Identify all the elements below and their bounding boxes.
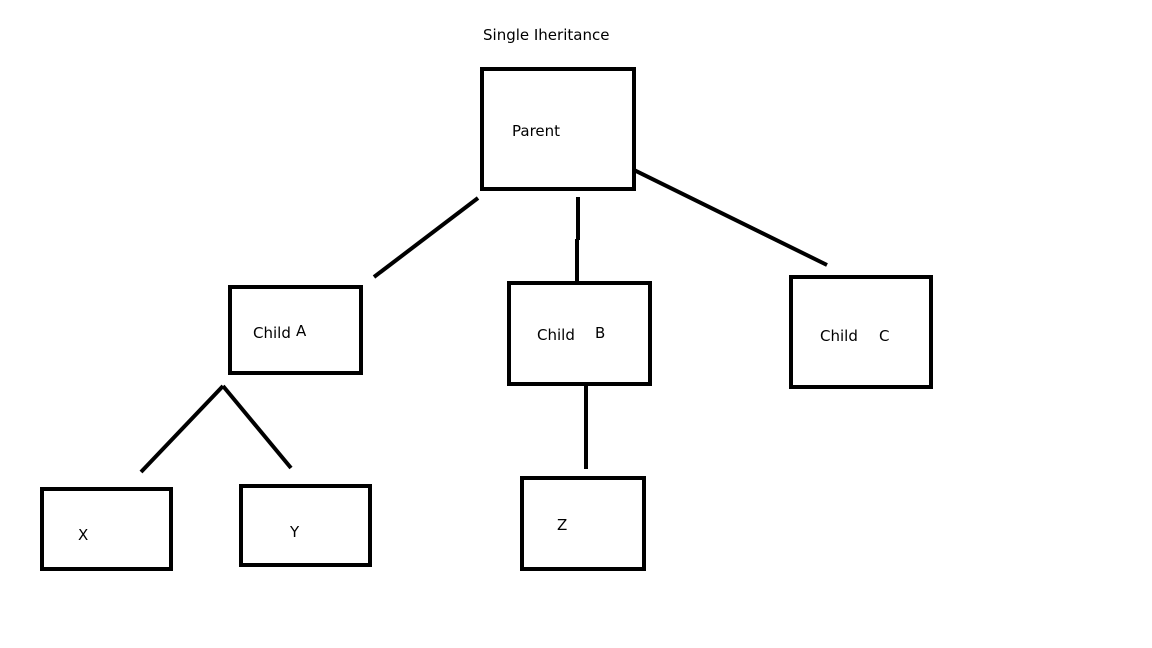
node-parent-label: Parent: [512, 122, 561, 140]
node-child-b-label-word: Child: [537, 326, 575, 344]
edge-child-a-y: [221, 384, 293, 470]
node-x: [40, 487, 173, 571]
edge-parent-child-c: [633, 168, 828, 267]
node-child-c-label-letter: C: [879, 327, 890, 345]
node-child-c: [789, 275, 933, 389]
node-child-b-label-letter: B: [595, 324, 606, 342]
node-x-label: X: [78, 526, 89, 544]
node-child-a-label-word: Child: [253, 324, 291, 342]
node-z-label: Z: [557, 516, 568, 534]
diagram-title: Single Iheritance: [483, 26, 610, 44]
node-child-b: [507, 281, 652, 386]
node-parent: [480, 67, 636, 191]
edge-parent-child-a: [372, 196, 480, 279]
edge-child-a-x: [139, 384, 225, 474]
node-child-c-label-word: Child: [820, 327, 858, 345]
node-child-a-label-letter: A: [296, 322, 307, 340]
node-child-a: [228, 285, 363, 375]
node-z: [520, 476, 646, 571]
node-y: [239, 484, 372, 567]
node-y-label: Y: [290, 523, 300, 541]
